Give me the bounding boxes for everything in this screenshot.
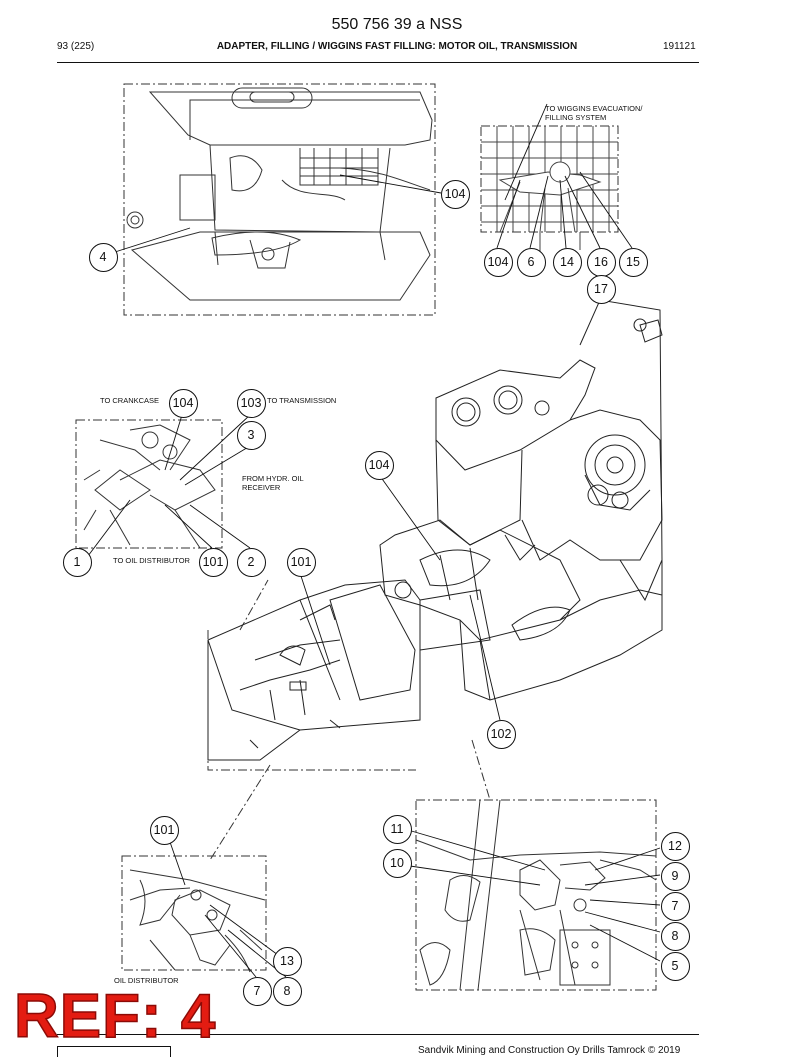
note-transmission: TO TRANSMISSION: [267, 396, 337, 405]
detail-engine-top: [126, 87, 433, 301]
note-hydr-oil: FROM HYDR. OIL RECEIVER: [242, 474, 304, 492]
note-crankcase: TO CRANKCASE: [100, 396, 160, 405]
callout-5: 5: [660, 951, 690, 981]
callout-12: 12: [660, 831, 690, 861]
callout-8: 8: [660, 921, 690, 951]
footer-logo-frame: [57, 1046, 171, 1057]
detail-frames: [75, 83, 657, 991]
callout-104: 104: [483, 247, 513, 277]
callout-16: 16: [586, 247, 616, 277]
page-number: 93 (225): [57, 41, 95, 52]
callout-6: 6: [516, 247, 546, 277]
footer-copyright: Sandvik Mining and Construction Oy Drill…: [418, 1045, 681, 1056]
callout-2: 2: [236, 547, 266, 577]
callout-11: 11: [382, 814, 412, 844]
detail-oil-distributor: [129, 869, 266, 973]
note-oil-distributor-line: TO OIL DISTRIBUTOR: [113, 556, 190, 565]
callout-8: 8: [272, 976, 302, 1006]
callout-4: 4: [88, 242, 118, 272]
callout-104: 104: [168, 388, 198, 418]
callout-3: 3: [236, 420, 266, 450]
callout-102: 102: [486, 719, 516, 749]
detail-wiggins: [481, 126, 618, 260]
note-wiggins: TO WIGGINS EVACUATION/ FILLING SYSTEM: [545, 104, 643, 122]
callout-101: 101: [286, 547, 316, 577]
document-date: 191121: [663, 41, 696, 52]
callout-104: 104: [364, 450, 394, 480]
note-oil-distributor: OIL DISTRIBUTOR: [114, 976, 179, 985]
callout-9: 9: [660, 861, 690, 891]
boom-beam: [207, 579, 491, 761]
callout-10: 10: [382, 848, 412, 878]
page-title: ADAPTER, FILLING / WIGGINS FAST FILLING:…: [216, 41, 578, 52]
leader-lines: [87, 103, 661, 978]
callout-1: 1: [62, 547, 92, 577]
callout-15: 15: [618, 247, 648, 277]
callout-103: 103: [236, 388, 266, 418]
callout-13: 13: [272, 946, 302, 976]
callout-17: 17: [586, 274, 616, 304]
header-rule: [57, 62, 699, 63]
reference-stamp: REF: 4: [13, 982, 217, 1051]
callout-101: 101: [149, 815, 179, 845]
footer-rule: [57, 1034, 699, 1035]
callout-104: 104: [440, 179, 470, 209]
document-number: 550 756 39 a NSS: [331, 16, 463, 33]
callout-101: 101: [198, 547, 228, 577]
detail-oil-lines: [83, 424, 216, 549]
callout-7: 7: [242, 976, 272, 1006]
callout-7: 7: [660, 891, 690, 921]
callout-14: 14: [552, 247, 582, 277]
detail-valves: [415, 799, 657, 991]
machine-main: [379, 299, 663, 701]
